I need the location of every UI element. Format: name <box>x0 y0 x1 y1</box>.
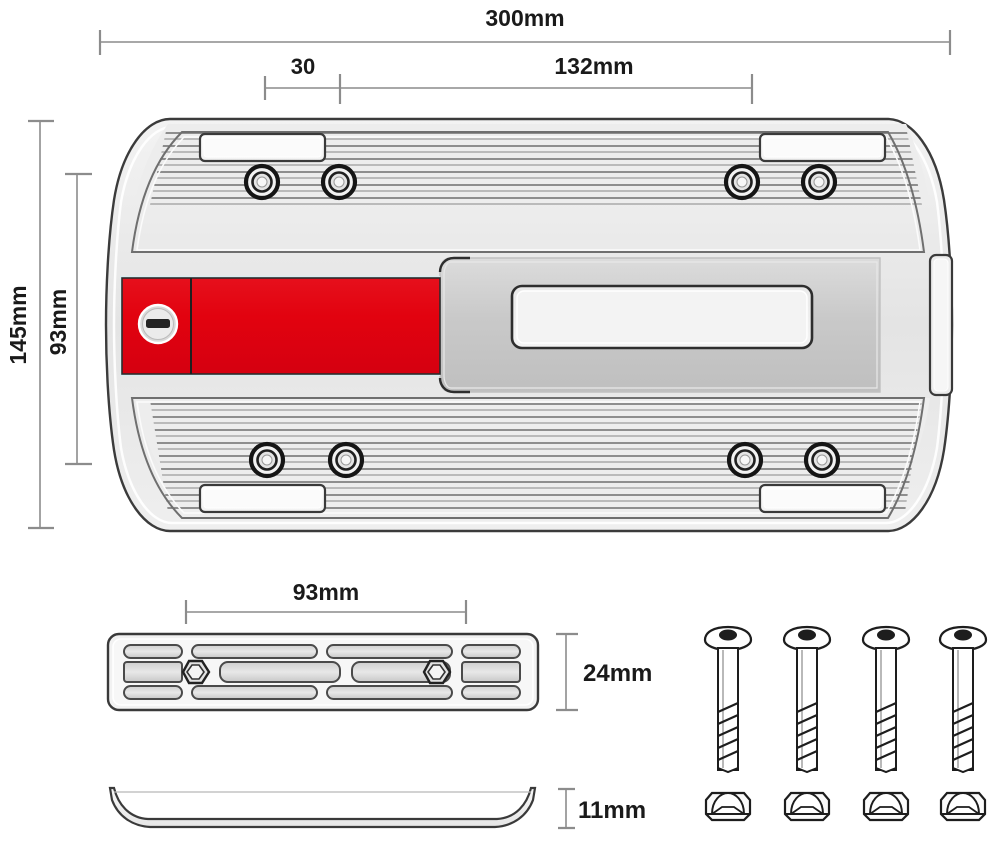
mounting-hole <box>243 163 281 201</box>
bracket-hex-nut-left <box>181 659 211 685</box>
dimension-300mm-label: 300mm <box>485 5 564 31</box>
screw-set <box>703 625 988 774</box>
slot-right-edge <box>928 253 954 397</box>
nut <box>939 791 987 822</box>
mounting-holes-bottom-left <box>248 441 365 479</box>
hex-socket-icon <box>719 629 737 641</box>
mounting-holes-bottom-right <box>726 441 841 479</box>
mounting-holes-top-right <box>723 163 838 201</box>
mounting-hole <box>726 441 764 479</box>
screw <box>938 625 988 774</box>
screw-threads <box>796 701 818 762</box>
top-rib-boundary <box>130 131 926 253</box>
screw-threads <box>952 701 974 762</box>
dimension-145mm-label: 145mm <box>5 285 31 364</box>
bracket-slots-top <box>123 644 521 659</box>
bracket-slots-bottom <box>123 685 521 700</box>
dimension-93mm-horizontal: 93mm <box>184 579 468 624</box>
screw-threads <box>717 701 739 762</box>
screw <box>782 625 832 774</box>
red-panel <box>120 276 441 376</box>
mounting-hole <box>248 441 286 479</box>
screw <box>861 625 911 774</box>
dimension-30-label: 30 <box>291 54 315 79</box>
nut <box>862 791 910 822</box>
bracket-slots-middle <box>123 661 521 683</box>
dimension-11mm: 11mm <box>558 787 646 830</box>
dimension-30: 30 <box>263 54 342 104</box>
hex-socket-icon <box>954 629 972 641</box>
center-panel-notch-bottom <box>438 377 470 394</box>
dimension-132mm: 132mm <box>340 53 754 104</box>
main-pad <box>104 117 954 533</box>
side-profile-shape <box>108 786 537 829</box>
dimension-93mm-vertical: 93mm <box>45 172 92 466</box>
slotted-screw-knob[interactable] <box>137 303 179 345</box>
screw-threads <box>875 701 897 762</box>
mounting-hole <box>327 441 365 479</box>
dimension-24mm: 24mm <box>556 632 652 712</box>
slot-top-right <box>758 132 887 163</box>
slot-bottom-right <box>758 483 887 514</box>
hex-socket-icon <box>877 629 895 641</box>
slot-bottom-left <box>198 483 327 514</box>
dimension-145mm: 145mm <box>5 119 54 530</box>
mounting-hole <box>803 441 841 479</box>
center-panel <box>438 256 881 394</box>
center-panel-notch-top <box>438 256 470 273</box>
screw-slot-icon <box>146 319 170 328</box>
dimension-93mm-horizontal-label: 93mm <box>293 579 359 605</box>
dimension-300mm: 300mm <box>98 5 952 55</box>
dimension-132mm-label: 132mm <box>554 53 633 79</box>
mounting-hole <box>800 163 838 201</box>
bracket-hex-nut-right <box>422 659 452 685</box>
main-pad-inner-edge <box>112 125 946 525</box>
dimension-93mm-vertical-label: 93mm <box>45 289 71 355</box>
dimension-24mm-label: 24mm <box>583 660 652 687</box>
mounting-hole <box>320 163 358 201</box>
nut-set <box>704 791 987 822</box>
mounting-holes-top-left <box>243 163 358 201</box>
slot-top-left <box>198 132 327 163</box>
hex-socket-icon <box>798 629 816 641</box>
nut <box>704 791 752 822</box>
dimension-11mm-label: 11mm <box>578 797 646 824</box>
bottom-rib-boundary <box>130 397 926 519</box>
screw <box>703 625 753 774</box>
side-profile <box>108 786 537 829</box>
mounting-bracket <box>106 632 540 712</box>
nut <box>783 791 831 822</box>
mounting-hole <box>723 163 761 201</box>
